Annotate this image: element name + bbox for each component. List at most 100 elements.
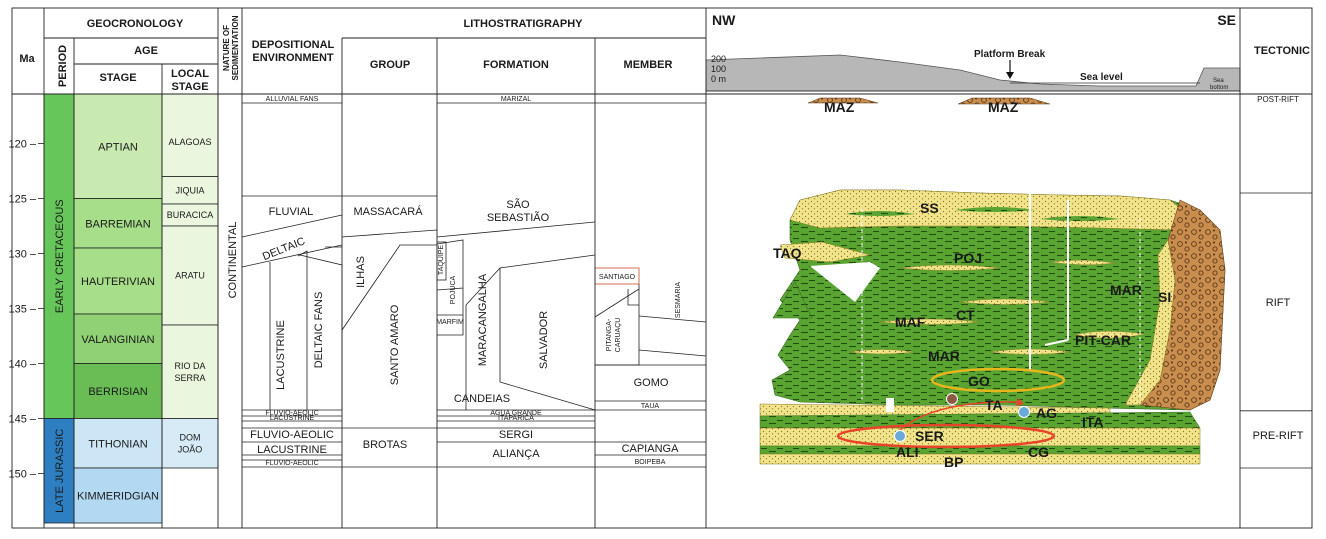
label-ser: SER [915, 428, 944, 444]
env-lacustrine-2: LACUSTRINE [257, 444, 327, 456]
group-header: GROUP [370, 59, 410, 71]
group-brotas: BROTAS [363, 439, 407, 451]
label-maf: MAF [895, 314, 926, 330]
label-ta: TA [985, 397, 1003, 413]
formation-sao-2: SEBASTIÃO [487, 211, 550, 224]
label-bp: BP [944, 454, 963, 470]
label-mar-right: MAR [1110, 282, 1142, 298]
period-label-1: LATE JURASSIC [54, 429, 66, 513]
platform-break-label: Platform Break [974, 49, 1046, 60]
label-ita: ITA [1082, 414, 1104, 430]
nw-label: NW [712, 12, 736, 28]
label-go: GO [968, 373, 990, 389]
ser-oval [836, 423, 1056, 449]
well-dot-blue-1 [1018, 406, 1030, 418]
elevation-200: 200 [711, 54, 726, 64]
period-header: PERIOD [57, 45, 69, 87]
local-stage-4 [161, 324, 219, 419]
stage-label-5: TITHONIAN [88, 438, 147, 450]
migration-path [899, 401, 1022, 431]
stage-0 [73, 93, 163, 199]
well-dot-brown [946, 393, 958, 405]
group-labels: MASSACARÁ ILHAS SANTO AMARO BROTAS [353, 205, 423, 451]
env-deltaic-fans: DELTAIC FANS [313, 292, 325, 369]
label-maz-2: MAZ [988, 99, 1019, 115]
local-stage-0 [161, 93, 219, 177]
formation-alianca: ALIANÇA [492, 448, 540, 460]
member-sesmaria: SESMARIA [675, 282, 682, 319]
member-capianga: CAPIANGA [622, 443, 680, 455]
group-massacara: MASSACARÁ [353, 205, 423, 218]
ma-axis: 120 –125 –130 –135 –140 –145 –150 – [8, 139, 44, 481]
formation-labels: MARIZAL SÃO SEBASTIÃO TAQUIPE POJUCA MAR… [436, 96, 550, 460]
member-pitanga-2: CARUAÇU [615, 318, 622, 353]
member-labels: SANTIAGO PITANGA- CARUAÇU SESMARIA GOMO … [599, 274, 682, 466]
env-lacustrine: LACUSTRINE [275, 320, 287, 390]
formation-column [436, 102, 596, 468]
ma-tick-125: 125 – [8, 194, 36, 206]
sea-bottom-2: bottom [1210, 85, 1228, 91]
migration-arrow-icon [1016, 398, 1024, 406]
formation-candeias: CANDEIAS [454, 393, 510, 405]
stage-label-0: APTIAN [98, 141, 138, 153]
ma-tick-145: 145 – [8, 414, 36, 426]
label-mar: MAR [928, 348, 960, 364]
formation-salvador: SALVADOR [538, 311, 550, 369]
well-dot-blue-2 [894, 430, 906, 442]
env-lacustrine-small: LACUSTRINE [270, 415, 315, 422]
elevation-100: 100 [711, 64, 726, 74]
depositional-environment-header-2: ENVIRONMENT [252, 52, 334, 64]
local-stage-header-1: LOCAL [171, 68, 209, 80]
depositional-environment-header-1: DEPOSITIONAL [252, 39, 335, 51]
local-stage-label-4-0: RIO DA [174, 361, 205, 371]
label-maz-1: MAZ [824, 99, 855, 115]
geocronology-header: GEOCRONOLOGY [87, 18, 184, 30]
ma-tick-150: 150 – [8, 469, 36, 481]
stage-label-2: HAUTERIVIAN [81, 276, 155, 288]
age-header: AGE [134, 45, 158, 57]
nature-header-2: SEDIMENTATION [231, 15, 240, 80]
stage-4 [73, 363, 163, 419]
formation-marizal: MARIZAL [501, 96, 531, 103]
label-pit-car: PIT-CAR [1075, 332, 1131, 348]
ma-header: Ma [19, 53, 35, 65]
formation-header: FORMATION [483, 59, 549, 71]
member-header: MEMBER [624, 59, 673, 71]
sand-lenses [849, 260, 1146, 355]
stage-column: APTIANBARREMIANHAUTERIVIANVALANGINIANBER… [73, 93, 163, 524]
env-fluvio-aeolic-small: FLUVIO-AEOLIC [265, 410, 318, 417]
ma-tick-140: 140 – [8, 359, 36, 371]
isolated-wedge [772, 281, 813, 319]
grid-frame [11, 7, 1313, 529]
header: Ma GEOCRONOLOGY PERIOD AGE STAGE LOCAL S… [19, 12, 1310, 93]
stage-header: STAGE [99, 72, 136, 84]
unit-si-wedge [1124, 239, 1176, 406]
tectonic-label-1: RIFT [1266, 297, 1291, 309]
local-stage-label-1-0: JIQUIA [175, 185, 204, 195]
label-si: SI [1158, 289, 1171, 305]
nature-header-1: NATURE OF [222, 25, 231, 71]
go-oval [930, 367, 1066, 393]
group-column [341, 195, 438, 468]
sea-level-label: Sea level [1080, 72, 1123, 83]
stage-2 [73, 247, 163, 315]
group-santo-amaro: SANTO AMARO [389, 304, 401, 385]
local-stage-5 [161, 418, 219, 469]
label-poj: POJ [954, 250, 982, 266]
sea-bottom-1: Sea [1213, 78, 1224, 84]
lithostratigraphy-header: LITHOSTRATIGRAPHY [464, 18, 584, 30]
ma-tick-135: 135 – [8, 304, 36, 316]
formation-pojuca: POJUCA [450, 275, 457, 304]
formation-sergi: SERGI [499, 429, 533, 441]
local-stage-label-5-0: DOM [180, 432, 201, 442]
local-stage-label-4-1: SERRA [174, 373, 205, 383]
tectonic-label-0: POST-RIFT [1257, 95, 1299, 104]
stage-label-6: KIMMERIDGIAN [77, 491, 159, 503]
label-cg: CG [1028, 444, 1049, 460]
formation-marfim: MARFIM [436, 319, 464, 326]
member-taua: TAUA [641, 403, 659, 410]
member-gomo: GOMO [634, 377, 669, 389]
stage-label-1: BARREMIAN [85, 218, 150, 230]
